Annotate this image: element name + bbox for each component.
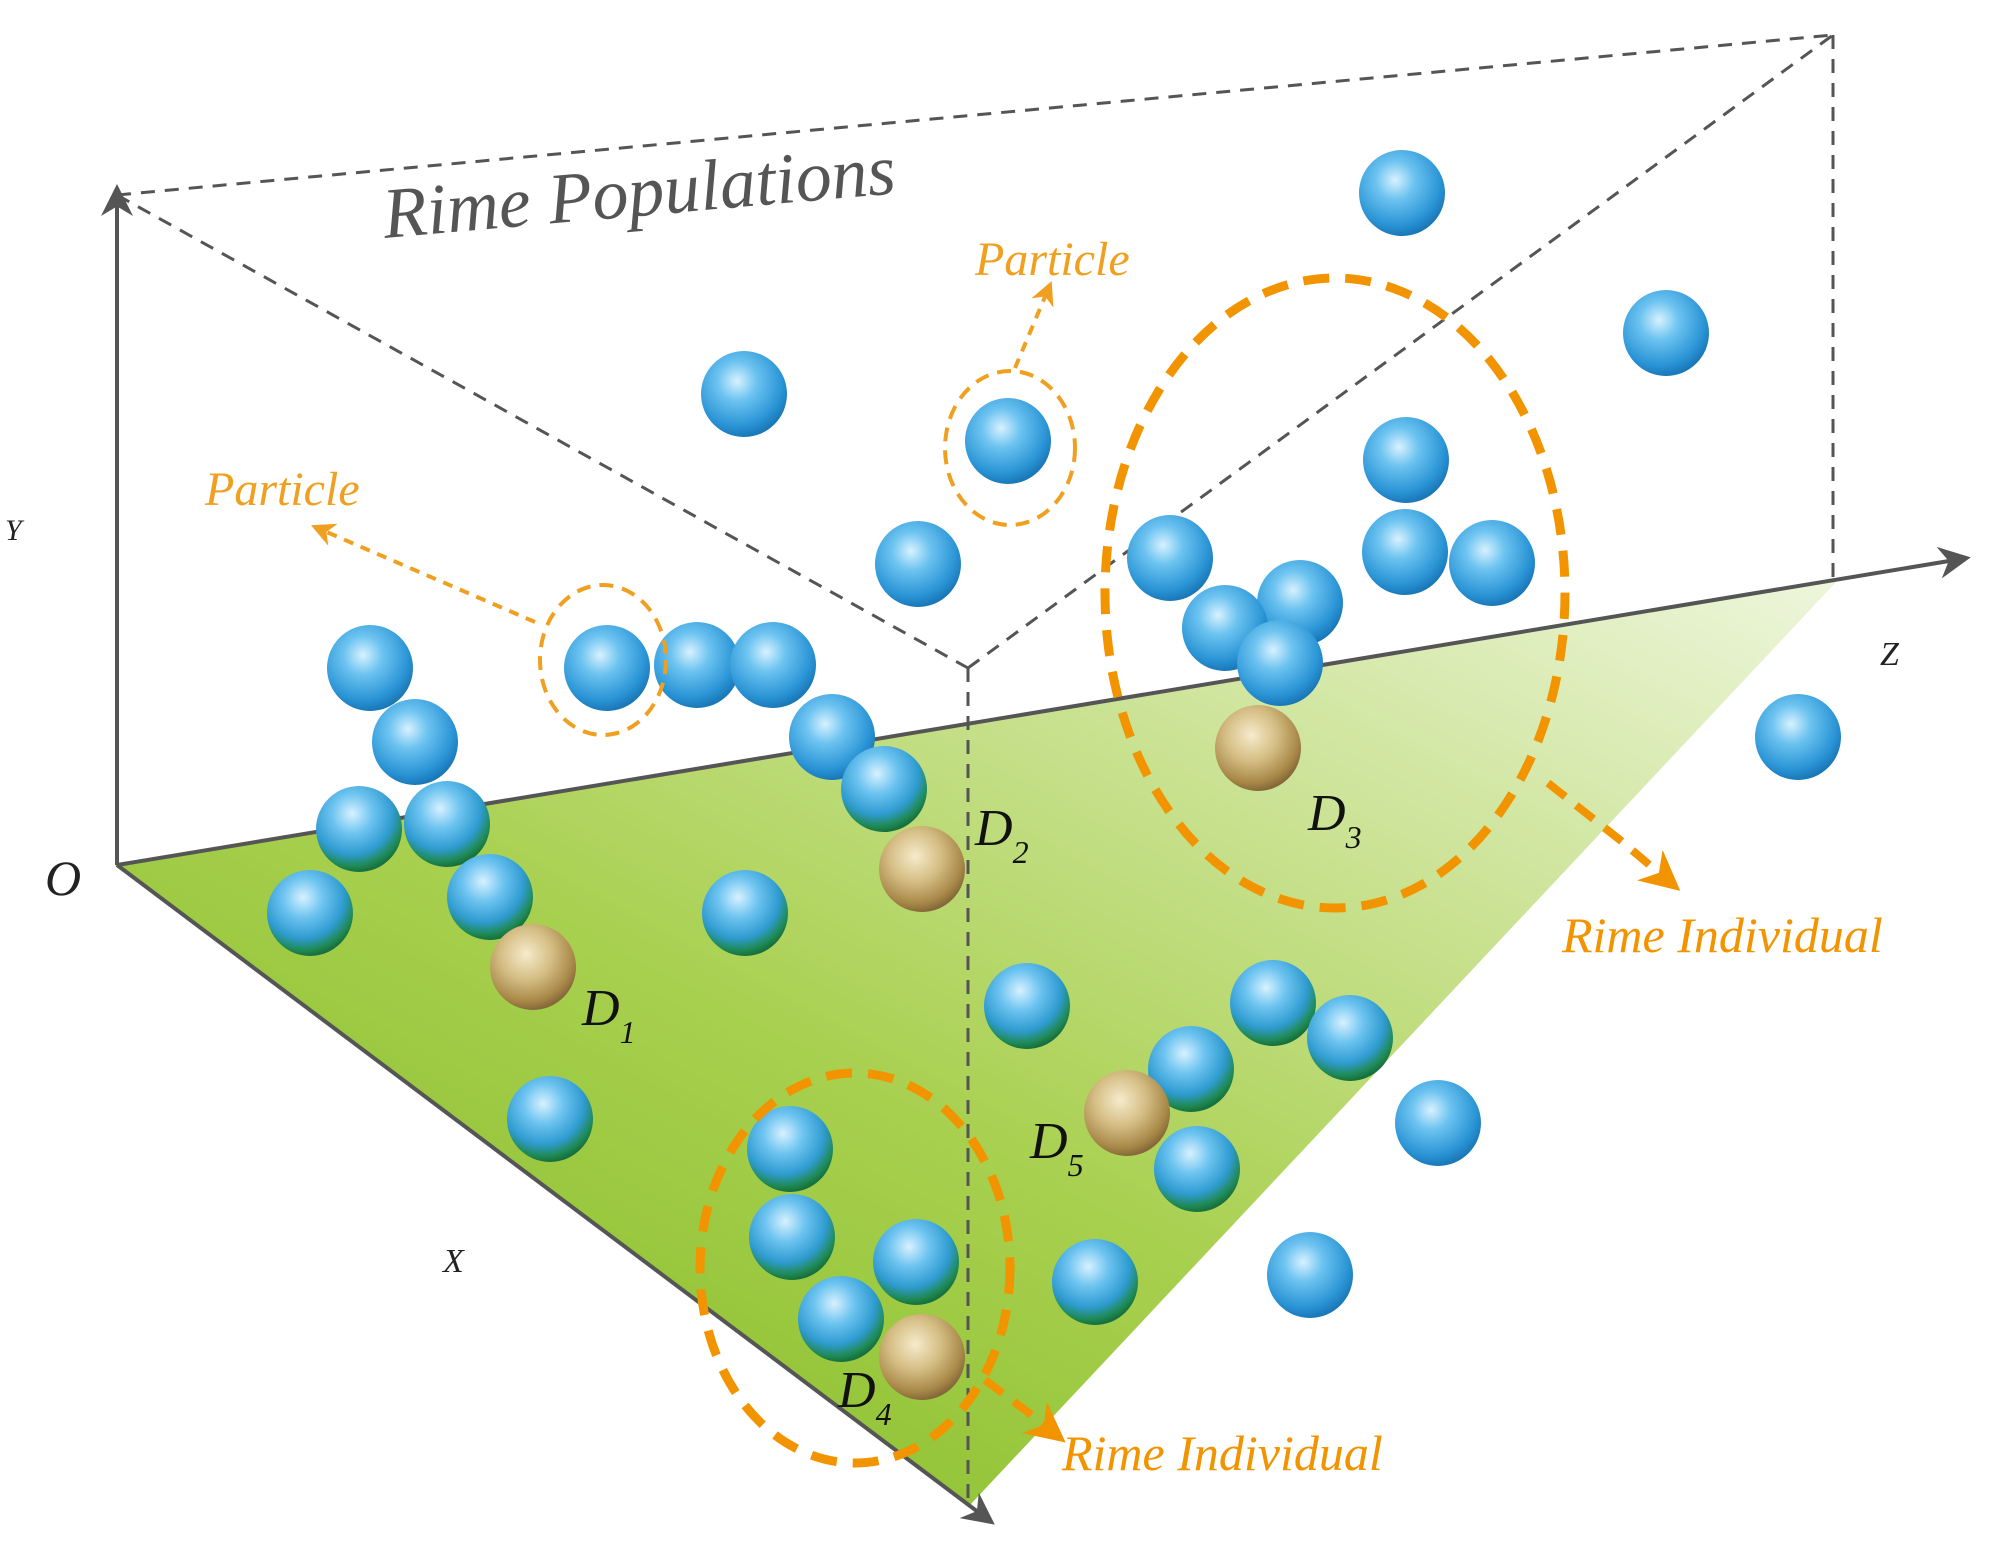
particle-highlight-ring-left bbox=[538, 583, 668, 737]
particle-ball bbox=[1363, 417, 1449, 503]
particle-ball-on-plane bbox=[267, 870, 353, 956]
particle-ball bbox=[1395, 1080, 1481, 1166]
particle-highlight-ring-center bbox=[943, 369, 1077, 527]
destination-label-d1: D1 bbox=[581, 980, 636, 1050]
particle-ball-on-plane bbox=[507, 1076, 593, 1162]
particle-ball bbox=[327, 625, 413, 711]
particle-ball-on-plane bbox=[1230, 960, 1316, 1046]
particle-ball bbox=[1362, 509, 1448, 595]
particle-ball bbox=[875, 521, 961, 607]
particle-ball bbox=[1237, 620, 1323, 706]
particle-ball bbox=[1127, 515, 1213, 601]
particle-ball bbox=[1449, 520, 1535, 606]
destination-ball bbox=[879, 826, 965, 912]
diagram-title: Rime Populations bbox=[378, 129, 898, 254]
particle-ball bbox=[965, 398, 1051, 484]
particle-ball-on-plane bbox=[1307, 995, 1393, 1081]
z-axis-label: Z bbox=[1880, 636, 1900, 673]
particle-ball-on-plane bbox=[1154, 1126, 1240, 1212]
particle-ball bbox=[730, 622, 816, 708]
destination-label-d2: D2 bbox=[974, 800, 1029, 870]
rime-individual-ring-d3 bbox=[1100, 273, 1570, 913]
destination-ball bbox=[1215, 705, 1301, 791]
particle-ball-on-plane bbox=[749, 1194, 835, 1280]
x-axis-label: X bbox=[441, 1243, 465, 1280]
particle-callout-arrow-left bbox=[310, 523, 536, 624]
particle-ball-on-plane bbox=[841, 746, 927, 832]
rime-individual-label-d4: Rime Individual bbox=[1061, 1425, 1383, 1481]
particle-ball-on-plane bbox=[984, 963, 1070, 1049]
particle-ball-on-plane bbox=[1148, 1026, 1234, 1112]
particle-ball bbox=[1755, 694, 1841, 780]
ground-plane bbox=[115, 580, 1838, 1505]
destination-label-d3: D3 bbox=[1307, 785, 1362, 855]
destination-label-d5: D5 bbox=[1029, 1113, 1084, 1183]
particle-ball bbox=[564, 625, 650, 711]
particles bbox=[267, 150, 1841, 1400]
rime-individual-arrow-d4 bbox=[982, 1376, 1066, 1443]
y-axis-label: Y bbox=[5, 514, 25, 547]
rime-individual-arrow-d3 bbox=[1545, 779, 1681, 891]
particle-label-center: Particle bbox=[974, 233, 1130, 286]
x-axis bbox=[115, 863, 995, 1525]
particle-ball bbox=[1267, 1232, 1353, 1318]
particle-ball-on-plane bbox=[447, 854, 533, 940]
particle-ball-on-plane bbox=[1052, 1239, 1138, 1325]
destination-ball bbox=[490, 924, 576, 1010]
particle-ball-on-plane bbox=[747, 1106, 833, 1192]
destination-ball bbox=[879, 1314, 965, 1400]
population-bounding-box bbox=[116, 33, 1835, 1500]
particle-ball-on-plane bbox=[316, 786, 402, 872]
rime-individual-ring-d4 bbox=[695, 1068, 1015, 1468]
particle-callout-arrow-center bbox=[1013, 280, 1054, 369]
particle-ball bbox=[1623, 290, 1709, 376]
particle-label-left: Particle bbox=[204, 463, 360, 516]
particle-ball-on-plane bbox=[702, 870, 788, 956]
particle-ball-on-plane bbox=[873, 1219, 959, 1305]
particle-ball bbox=[1359, 150, 1445, 236]
origin-label: O bbox=[45, 850, 81, 906]
destination-ball bbox=[1084, 1070, 1170, 1156]
particle-ball bbox=[701, 351, 787, 437]
particle-ball bbox=[654, 622, 740, 708]
rime-individual-label-d3: Rime Individual bbox=[1561, 907, 1883, 963]
particle-ball bbox=[372, 699, 458, 785]
particle-ball bbox=[789, 694, 875, 780]
destination-label-d4: D4 bbox=[837, 1362, 892, 1432]
particle-ball-on-plane bbox=[404, 781, 490, 867]
particle-ball-on-plane bbox=[798, 1276, 884, 1362]
